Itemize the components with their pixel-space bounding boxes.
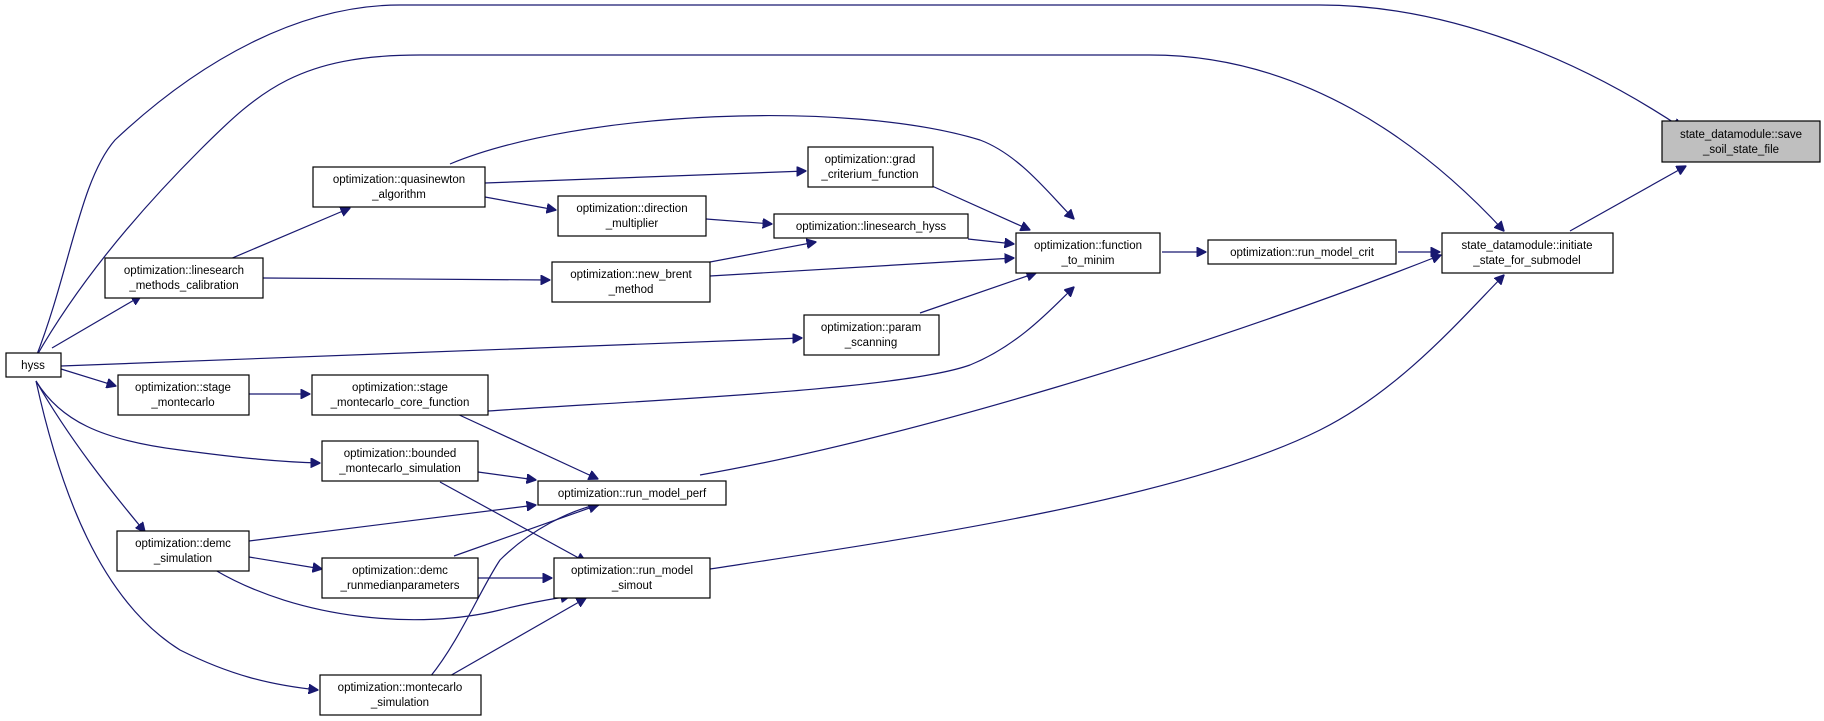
edge-lsmc-to-brent (262, 278, 550, 280)
edge-hyss-to-save (35, 4, 1682, 358)
edge-simout-to-initiate (709, 275, 1504, 570)
edge-bounded-to-simout (439, 481, 586, 562)
edge-grad-to-ftm (931, 185, 1030, 230)
svg-text:_to_minim: _to_minim (1060, 255, 1114, 267)
svg-text:_simulation: _simulation (153, 553, 212, 565)
svg-text:optimization::grad: optimization::grad (825, 154, 916, 166)
svg-text:_montecarlo: _montecarlo (150, 397, 214, 409)
svg-text:optimization::new_brent: optimization::new_brent (570, 269, 692, 281)
edge-brent-to-ftm (709, 258, 1014, 277)
edge-param-to-ftm (919, 273, 1036, 314)
node-demc-simulation[interactable]: optimization::demc _simulation (116, 530, 250, 572)
edge-mcsim-to-perf (429, 504, 600, 678)
svg-text:optimization::bounded: optimization::bounded (344, 448, 457, 460)
node-linesearch-hyss[interactable]: optimization::linesearch_hyss (773, 213, 969, 239)
svg-text:optimization::quasinewton: optimization::quasinewton (333, 174, 465, 186)
svg-text:_criterium_function: _criterium_function (820, 169, 918, 181)
svg-text:optimization::param: optimization::param (821, 322, 921, 334)
svg-text:_algorithm: _algorithm (371, 189, 426, 201)
svg-text:optimization::direction: optimization::direction (576, 203, 687, 215)
edge-demc-to-perf (248, 505, 536, 542)
svg-text:optimization::function: optimization::function (1034, 240, 1142, 252)
edge-stagecore-to-perf (454, 412, 598, 479)
edge-quasi-to-grad (484, 171, 806, 184)
edge-quasi-to-dirmult (484, 196, 556, 210)
node-run-model-perf[interactable]: optimization::run_model_perf (537, 480, 727, 506)
edge-lsmc-to-quasi (229, 208, 350, 260)
edge-hyss-to-stagemc (60, 368, 116, 386)
node-new-brent-method[interactable]: optimization::new_brent _method (551, 261, 711, 303)
svg-text:_simulation: _simulation (370, 697, 429, 709)
svg-text:_soil_state_file: _soil_state_file (1702, 144, 1779, 156)
svg-text:optimization::run_model_perf: optimization::run_model_perf (558, 488, 707, 500)
edge-demc-to-demcmed (248, 556, 322, 569)
svg-text:_simout: _simout (611, 580, 653, 592)
node-stage-montecarlo-core-function[interactable]: optimization::stage _montecarlo_core_fun… (311, 374, 489, 416)
edge-demcmed-to-perf (453, 505, 598, 557)
edge-demc-to-simout (214, 569, 570, 621)
edge-mcsim-to-simout (447, 598, 586, 678)
edge-quasi-to-ftm (449, 115, 1074, 219)
node-bounded-montecarlo-simulation[interactable]: optimization::bounded _montecarlo_simula… (321, 440, 479, 482)
svg-text:optimization::demc: optimization::demc (352, 565, 448, 577)
node-stage-montecarlo[interactable]: optimization::stage _montecarlo (117, 374, 250, 416)
svg-text:state_datamodule::initiate: state_datamodule::initiate (1461, 240, 1592, 252)
edge-bounded-to-perf (477, 471, 536, 480)
svg-text:_method: _method (608, 284, 654, 296)
svg-text:_methods_calibration: _methods_calibration (128, 280, 238, 292)
svg-text:hyss: hyss (21, 360, 45, 372)
svg-text:optimization::stage: optimization::stage (352, 382, 448, 394)
node-grad-criterium-function[interactable]: optimization::grad _criterium_function (807, 146, 934, 188)
edge-brent-to-lshyss (709, 242, 816, 263)
edge-initiate-to-save (1569, 166, 1686, 232)
svg-text:optimization::run_model: optimization::run_model (571, 565, 693, 577)
edge-hyss-to-mcsim (35, 380, 318, 690)
svg-text:_montecarlo_core_function: _montecarlo_core_function (330, 397, 470, 409)
node-param-scanning[interactable]: optimization::param _scanning (803, 314, 940, 356)
edge-perf-to-initiate (699, 255, 1441, 476)
node-montecarlo-simulation[interactable]: optimization::montecarlo _simulation (319, 674, 482, 716)
svg-text:_scanning: _scanning (844, 337, 897, 349)
edge-lshyss-to-ftm (967, 239, 1014, 244)
svg-text:_state_for_submodel: _state_for_submodel (1472, 255, 1580, 267)
svg-text:optimization::demc: optimization::demc (135, 538, 231, 550)
edge-hyss-to-lsmc (51, 296, 141, 349)
svg-text:_montecarlo_simulation: _montecarlo_simulation (338, 463, 460, 475)
edge-dirmult-to-lshyss (705, 219, 772, 224)
node-run-model-crit[interactable]: optimization::run_model_crit (1207, 239, 1397, 265)
svg-text:optimization::stage: optimization::stage (135, 382, 231, 394)
svg-text:optimization::montecarlo: optimization::montecarlo (338, 682, 463, 694)
node-quasinewton-algorithm[interactable]: optimization::quasinewton _algorithm (312, 166, 486, 208)
edge-stagecore-to-ftm (487, 287, 1074, 412)
node-direction-multiplier[interactable]: optimization::direction _multiplier (557, 195, 707, 237)
node-linesearch-methods-calibration[interactable]: optimization::linesearch _methods_calibr… (104, 257, 264, 299)
node-demc-runmedianparameters[interactable]: optimization::demc _runmedianparameters (321, 557, 479, 599)
node-hyss[interactable]: hyss (5, 352, 62, 378)
edge-hyss-to-param (60, 338, 802, 367)
svg-text:_runmedianparameters: _runmedianparameters (340, 580, 460, 592)
svg-text:state_datamodule::save: state_datamodule::save (1680, 129, 1802, 141)
svg-text:optimization::linesearch_hyss: optimization::linesearch_hyss (796, 221, 946, 233)
node-initiate-state-for-submodel[interactable]: state_datamodule::initiate _state_for_su… (1441, 232, 1614, 274)
edge-hyss-to-initiate (35, 54, 1504, 358)
edge-hyss-to-bounded (35, 380, 320, 463)
node-save-soil-state-file[interactable]: state_datamodule::save _soil_state_file (1661, 120, 1821, 163)
svg-text:_multiplier: _multiplier (605, 218, 659, 230)
edge-hyss-to-demc (35, 380, 145, 532)
node-run-model-simout[interactable]: optimization::run_model _simout (553, 557, 711, 599)
node-function-to-minim[interactable]: optimization::function _to_minim (1015, 232, 1161, 274)
svg-text:optimization::run_model_crit: optimization::run_model_crit (1230, 247, 1375, 259)
svg-text:optimization::linesearch: optimization::linesearch (124, 265, 244, 277)
